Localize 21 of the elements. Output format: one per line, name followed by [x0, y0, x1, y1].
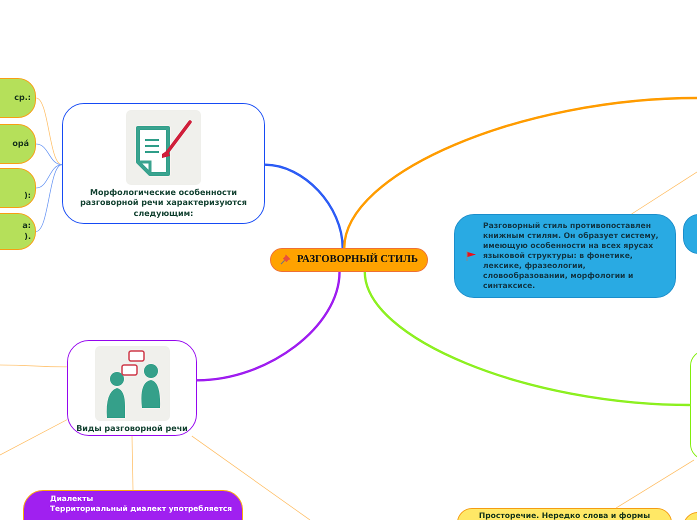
topic-box: ср.:	[0, 78, 36, 118]
topic-box: Виды разговорной речи	[67, 340, 197, 436]
connector-line	[132, 436, 134, 490]
connector-line	[191, 436, 310, 520]
connector-line	[36, 164, 62, 232]
connector-line	[364, 272, 690, 406]
connector-line	[264, 164, 344, 248]
connector-line	[36, 164, 62, 188]
connector-line	[631, 172, 697, 214]
connector-line	[36, 98, 62, 166]
topic-box: а: ).	[0, 213, 36, 250]
connector-line	[616, 460, 694, 508]
central-topic-box: РАЗГОВОРНЫЙ СТИЛЬ	[270, 248, 428, 272]
connector-line	[36, 144, 62, 166]
topic-box: ора́	[0, 124, 36, 164]
connector-line	[0, 364, 68, 368]
connector-line	[196, 272, 341, 382]
topic-box: Морфологические особенности разговорной речи характеризуются следующим:	[62, 103, 265, 224]
connector-line	[343, 96, 697, 248]
topic-box: ):	[0, 168, 36, 208]
connector-line	[0, 419, 68, 456]
